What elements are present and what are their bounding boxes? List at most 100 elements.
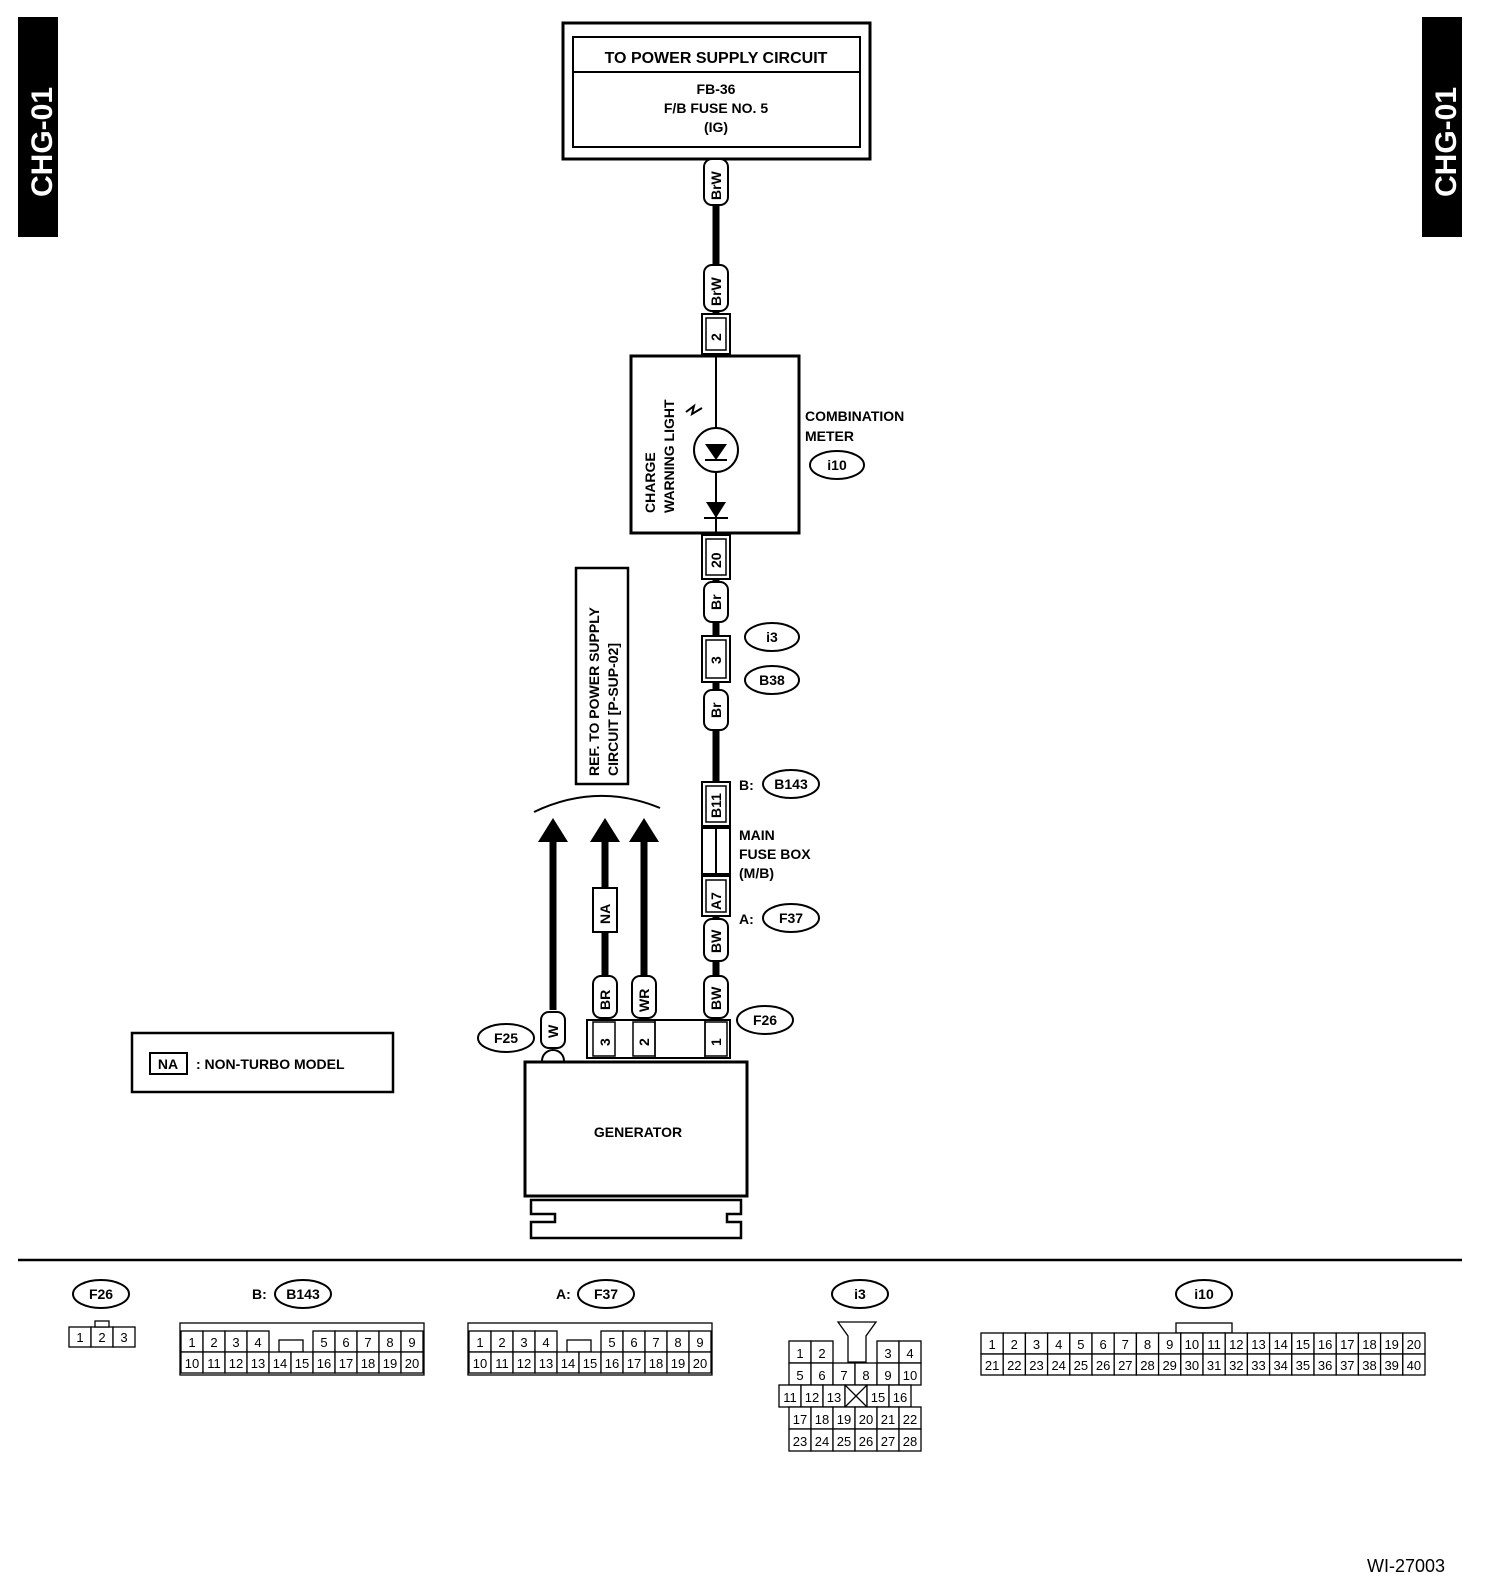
pin-label: 12 <box>229 1356 243 1371</box>
connector-tag-b143: B143 <box>762 769 820 799</box>
pin-cell <box>1402 1353 1426 1376</box>
svg-text:CHG-01: CHG-01 <box>1430 87 1463 197</box>
pin-label: 9 <box>696 1335 703 1350</box>
pin-label: 30 <box>1185 1358 1199 1373</box>
pin-label: 10 <box>1185 1337 1199 1352</box>
arrow-up-icon <box>629 818 659 842</box>
pin-label: 8 <box>386 1335 393 1350</box>
pin-label: 4 <box>906 1346 913 1361</box>
pin-label: 5 <box>1077 1337 1084 1352</box>
pin-label: 33 <box>1251 1358 1265 1373</box>
pin-label: 22 <box>903 1412 917 1427</box>
wire-tag-br-upper: Br <box>703 581 729 623</box>
pin-label: 1 <box>988 1337 995 1352</box>
pin-label: 1 <box>76 1330 83 1345</box>
pin-label: 7 <box>840 1368 847 1383</box>
pin-label: 19 <box>383 1356 397 1371</box>
pin-label: 1 <box>188 1335 195 1350</box>
pin-label: 6 <box>342 1335 349 1350</box>
wire-tag-br-generator: BR <box>592 975 618 1019</box>
arrow-up-icon <box>538 818 568 842</box>
combination-meter-title: COMBINATION <box>805 408 904 424</box>
pin-label: 24 <box>815 1434 829 1449</box>
svg-text:W: W <box>545 1024 561 1038</box>
connector-tag-b38: B38 <box>744 665 800 695</box>
gen-pin-3: 3 <box>597 1038 613 1046</box>
wire-tag-brw-lower: BrW <box>703 264 729 312</box>
pin-label: 5 <box>608 1335 615 1350</box>
svg-text:B38: B38 <box>759 672 785 688</box>
pin-label: 21 <box>985 1358 999 1373</box>
pin-label: 17 <box>627 1356 641 1371</box>
svg-text:20: 20 <box>708 552 724 568</box>
pin-label: 25 <box>1074 1358 1088 1373</box>
pin-label: 3 <box>232 1335 239 1350</box>
legend-code: NA <box>158 1056 178 1072</box>
na-tag: NA <box>592 887 618 933</box>
pin-label: 12 <box>1229 1337 1243 1352</box>
svg-text:3: 3 <box>708 656 724 664</box>
pin-label: 2 <box>210 1335 217 1350</box>
pin-label: 16 <box>605 1356 619 1371</box>
wire-tag-br-lower: Br <box>703 689 729 731</box>
pin-label: 3 <box>884 1346 891 1361</box>
pin-label: 20 <box>693 1356 707 1371</box>
blank-cavity-mark <box>844 1384 868 1408</box>
connector-key <box>1175 1322 1233 1334</box>
connector-key <box>94 1320 110 1328</box>
connector-tag-i3: i3 <box>744 622 800 652</box>
pin-label: 5 <box>320 1335 327 1350</box>
pin-label: 10 <box>473 1356 487 1371</box>
combination-meter-box: CHARGE WARNING LIGHT <box>629 354 801 535</box>
pin-label: 18 <box>815 1412 829 1427</box>
pin-label: 14 <box>273 1356 287 1371</box>
svg-text:Br: Br <box>708 594 724 610</box>
connector-tag-f26: F26 <box>736 1005 794 1035</box>
pin-label: 21 <box>881 1412 895 1427</box>
pin-label: 26 <box>1096 1358 1110 1373</box>
pin-label: 20 <box>859 1412 873 1427</box>
meter-pin-20: 20 <box>701 534 731 580</box>
pin-label: 9 <box>884 1368 891 1383</box>
svg-text:F25: F25 <box>494 1030 518 1046</box>
power-supply-fuse-code: FB-36 <box>697 81 736 97</box>
pin-label: 11 <box>783 1390 797 1405</box>
svg-text:CHG-01: CHG-01 <box>26 87 59 197</box>
connector-outline <box>467 1322 713 1376</box>
pin-label: 14 <box>1273 1337 1287 1352</box>
pin-label: 35 <box>1296 1358 1310 1373</box>
pin-label: 18 <box>361 1356 375 1371</box>
svg-text:i3: i3 <box>854 1286 866 1302</box>
pin-label: 23 <box>793 1434 807 1449</box>
svg-text:F26: F26 <box>89 1286 113 1302</box>
pin-label: 17 <box>793 1412 807 1427</box>
svg-text:BrW: BrW <box>708 170 724 200</box>
pin-label: 2 <box>818 1346 825 1361</box>
gen-pin-2: 2 <box>636 1038 652 1046</box>
pin-label: 19 <box>837 1412 851 1427</box>
svg-text:NA: NA <box>597 904 613 924</box>
svg-text:B143: B143 <box>286 1286 320 1302</box>
svg-text:BW: BW <box>708 986 724 1010</box>
pin-label: 15 <box>295 1356 309 1371</box>
light-emission-icon <box>685 403 703 417</box>
fuse-box-line3: (M/B) <box>739 865 774 881</box>
pin-label: 13 <box>1251 1337 1265 1352</box>
svg-text:BrW: BrW <box>708 276 724 306</box>
pin-label: 17 <box>1340 1337 1354 1352</box>
svg-text:i10: i10 <box>1194 1286 1214 1302</box>
main-fuse-box: B11 A7 <box>701 781 731 917</box>
connector-tag-f25: F25 <box>477 1023 535 1053</box>
pin-label: 8 <box>862 1368 869 1383</box>
pin-label: 19 <box>1384 1337 1398 1352</box>
connector-tag-f37: F37 <box>762 903 820 933</box>
pin-label: 27 <box>881 1434 895 1449</box>
pin-label: 20 <box>1407 1337 1421 1352</box>
reference-bracket <box>533 795 661 813</box>
wire-tag-brw-upper: BrW <box>703 158 729 206</box>
connector-key <box>278 1339 304 1353</box>
pin-label: 9 <box>408 1335 415 1350</box>
